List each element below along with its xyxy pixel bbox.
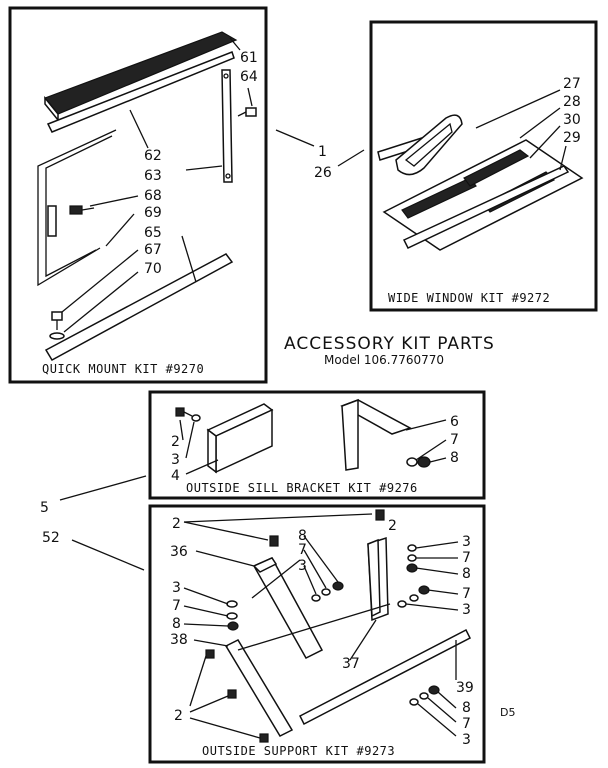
part-7-washer	[407, 554, 417, 562]
part-label: 69	[144, 205, 162, 221]
part-label: 3	[171, 452, 180, 468]
part-69-frame	[37, 129, 117, 287]
part-7-washer	[321, 588, 331, 596]
part-8-nut	[417, 456, 431, 468]
wide-window-kit-panel: 27 28 30 29 WIDE WINDOW KIT #9272	[369, 20, 598, 312]
part-4-cover	[206, 403, 274, 474]
part-label: 7	[450, 432, 459, 448]
part-label: 37	[342, 656, 360, 672]
part-label: 3	[462, 732, 471, 748]
part-8-nut	[332, 581, 344, 591]
part-label: 27	[563, 76, 581, 92]
part-label: 2	[172, 516, 181, 532]
part-8-nut	[418, 585, 430, 595]
part-label: 30	[563, 112, 581, 128]
part-label: 4	[171, 468, 180, 484]
part-7-washer	[409, 594, 419, 602]
part-label: 2	[171, 434, 180, 450]
part-label: 28	[563, 94, 581, 110]
part-label: 1	[318, 144, 327, 160]
kit-title-outside-support: OUTSIDE SUPPORT KIT #9273	[202, 744, 395, 758]
part-2-screw	[259, 733, 269, 743]
part-3-washer	[407, 544, 417, 552]
part-label: 62	[144, 148, 162, 164]
part-label: 29	[563, 130, 581, 146]
part-label: 8	[450, 450, 459, 466]
part-label: 64	[240, 69, 258, 85]
part-36-bracket	[252, 557, 324, 659]
part-65-long-bar	[44, 253, 234, 362]
part-3-washer	[397, 600, 407, 608]
part-61-top-rail	[44, 31, 238, 123]
part-label: 2	[174, 708, 183, 724]
part-7-washer	[406, 457, 418, 467]
part-7-washer	[226, 612, 238, 620]
part-label: 67	[144, 242, 162, 258]
part-label: 7	[462, 716, 471, 732]
part-label: 3	[462, 534, 471, 550]
quick-mount-kit-panel: 61 64 62 63 68 69 65 67 70 QUICK MOUNT K…	[8, 6, 268, 384]
part-3-washer	[409, 698, 419, 706]
part-label: 65	[144, 225, 162, 241]
part-2-screw	[375, 509, 385, 521]
part-2-screw	[227, 689, 237, 699]
part-8-nut	[406, 563, 418, 573]
part-label: 2	[388, 518, 397, 534]
part-label: 61	[240, 50, 258, 66]
part-label: 7	[172, 598, 181, 614]
part-label: 63	[144, 168, 162, 184]
part-3-washer	[311, 594, 321, 602]
part-label: 3	[298, 558, 307, 574]
part-label: 7	[462, 586, 471, 602]
part-label: 36	[170, 544, 188, 560]
page-title: ACCESSORY KIT PARTS	[284, 334, 495, 354]
kit-title-quick-mount: QUICK MOUNT KIT #9270	[42, 362, 204, 376]
part-63-vertical-bar	[221, 69, 233, 183]
part-8-nut	[428, 685, 440, 695]
reference-labels-bottom: 5 52	[40, 475, 147, 571]
part-label: 3	[462, 602, 471, 618]
model-number: Model 106.7760770	[324, 353, 444, 367]
outside-sill-bracket-kit-panel: 2 3 4 6 7 8 OUTSIDE SILL BRACKET KIT #92…	[148, 390, 486, 500]
part-label: 7	[462, 550, 471, 566]
part-2-screw	[175, 407, 201, 422]
part-label: 6	[450, 414, 459, 430]
kit-title-outside-sill: OUTSIDE SILL BRACKET KIT #9276	[186, 481, 418, 495]
part-68-screw	[69, 205, 95, 215]
part-28-loop-seal	[395, 114, 463, 176]
part-37-upright	[367, 536, 389, 622]
part-label: 70	[144, 261, 162, 277]
part-6-bracket	[340, 398, 412, 471]
part-3-washer	[226, 600, 238, 608]
outside-support-kit-panel: 2 36 3 7 8 38 2 8 7 3 37 2 3 7 8 7 3 39 …	[148, 504, 486, 764]
part-70-screw	[49, 311, 65, 340]
part-label: 5	[40, 500, 49, 516]
part-label: 26	[314, 165, 332, 181]
part-39-base-bar	[298, 628, 472, 726]
part-label: 8	[298, 528, 307, 544]
part-label: 8	[172, 616, 181, 632]
reference-labels-top: 1 26	[275, 129, 365, 181]
part-29-rail	[402, 165, 570, 249]
part-label: 38	[170, 632, 188, 648]
part-label: 3	[172, 580, 181, 596]
part-label: 7	[298, 542, 307, 558]
kit-title-wide-window: WIDE WINDOW KIT #9272	[388, 291, 550, 305]
part-label: 8	[462, 700, 471, 716]
part-8-nut	[227, 621, 239, 631]
part-2-screw	[269, 535, 279, 547]
part-label: 52	[42, 530, 60, 546]
part-64-screw	[237, 107, 257, 117]
part-38-diagonal-bar	[224, 639, 294, 737]
diagram-code: D5	[500, 706, 515, 719]
part-label: 39	[456, 680, 474, 696]
part-62-strip	[46, 51, 235, 133]
part-2-screw	[205, 649, 215, 659]
part-label: 68	[144, 188, 162, 204]
part-7-washer	[419, 692, 429, 700]
part-label: 8	[462, 566, 471, 582]
